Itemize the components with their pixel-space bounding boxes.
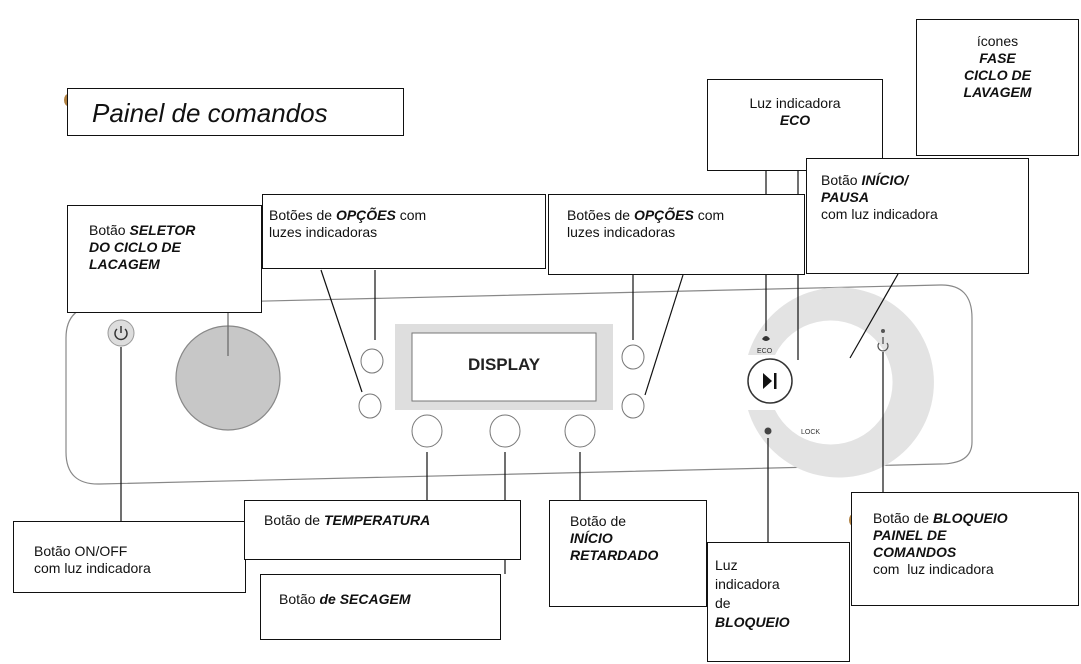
callout-eco: Luz indicadora ECO (707, 79, 883, 171)
callout-lock-light: Luz indicadora de BLOQUEIO (707, 542, 850, 662)
callout-phase-icons: ícones FASE CICLO DE LAVAGEM (916, 19, 1079, 156)
delay-start-button[interactable] (564, 414, 596, 448)
option-button-right-top[interactable] (621, 344, 645, 370)
callout-temperature: Botão de TEMPERATURA (244, 500, 521, 560)
display-label: DISPLAY (467, 355, 541, 374)
lock-led (881, 329, 885, 333)
callout-drying: Botão de SECAGEM (260, 574, 501, 640)
lock-panel-icon[interactable] (877, 337, 889, 352)
option-button-left-bottom[interactable] (358, 393, 382, 419)
lock-icon-label: LOCK (801, 429, 821, 436)
cycle-phase-ring (748, 287, 934, 478)
drying-button[interactable] (489, 414, 521, 448)
temperature-button[interactable] (411, 414, 443, 448)
callout-delay-start: Botão de INÍCIO RETARDADO (549, 500, 707, 607)
callout-options-left: Botões de OPÇÕES com luzes indicadoras (262, 194, 546, 269)
option-button-left-top[interactable] (360, 348, 384, 374)
power-icon (114, 326, 128, 341)
callout-selector: Botão SELETOR DO CICLO DE LACAGEM (67, 205, 262, 313)
callout-start-pause: Botão INÍCIO/ PAUSA com luz indicadora (806, 158, 1029, 274)
play-pause-icon (763, 373, 777, 389)
option-button-right-bottom[interactable] (621, 393, 645, 419)
callout-lock-panel: Botão de BLOQUEIO PAINEL DE COMANDOS com… (851, 492, 1079, 606)
callout-onoff: Botão ON/OFF com luz indicadora (13, 521, 246, 593)
display-screen (411, 332, 597, 402)
eco-icon (762, 336, 770, 341)
callout-options-right: Botões de OPÇÕES com luzes indicadoras (548, 194, 805, 275)
eco-icon-label: ECO (757, 348, 773, 355)
lock-indicator-light (764, 427, 772, 435)
page-title: Painel de comandos (67, 88, 404, 136)
